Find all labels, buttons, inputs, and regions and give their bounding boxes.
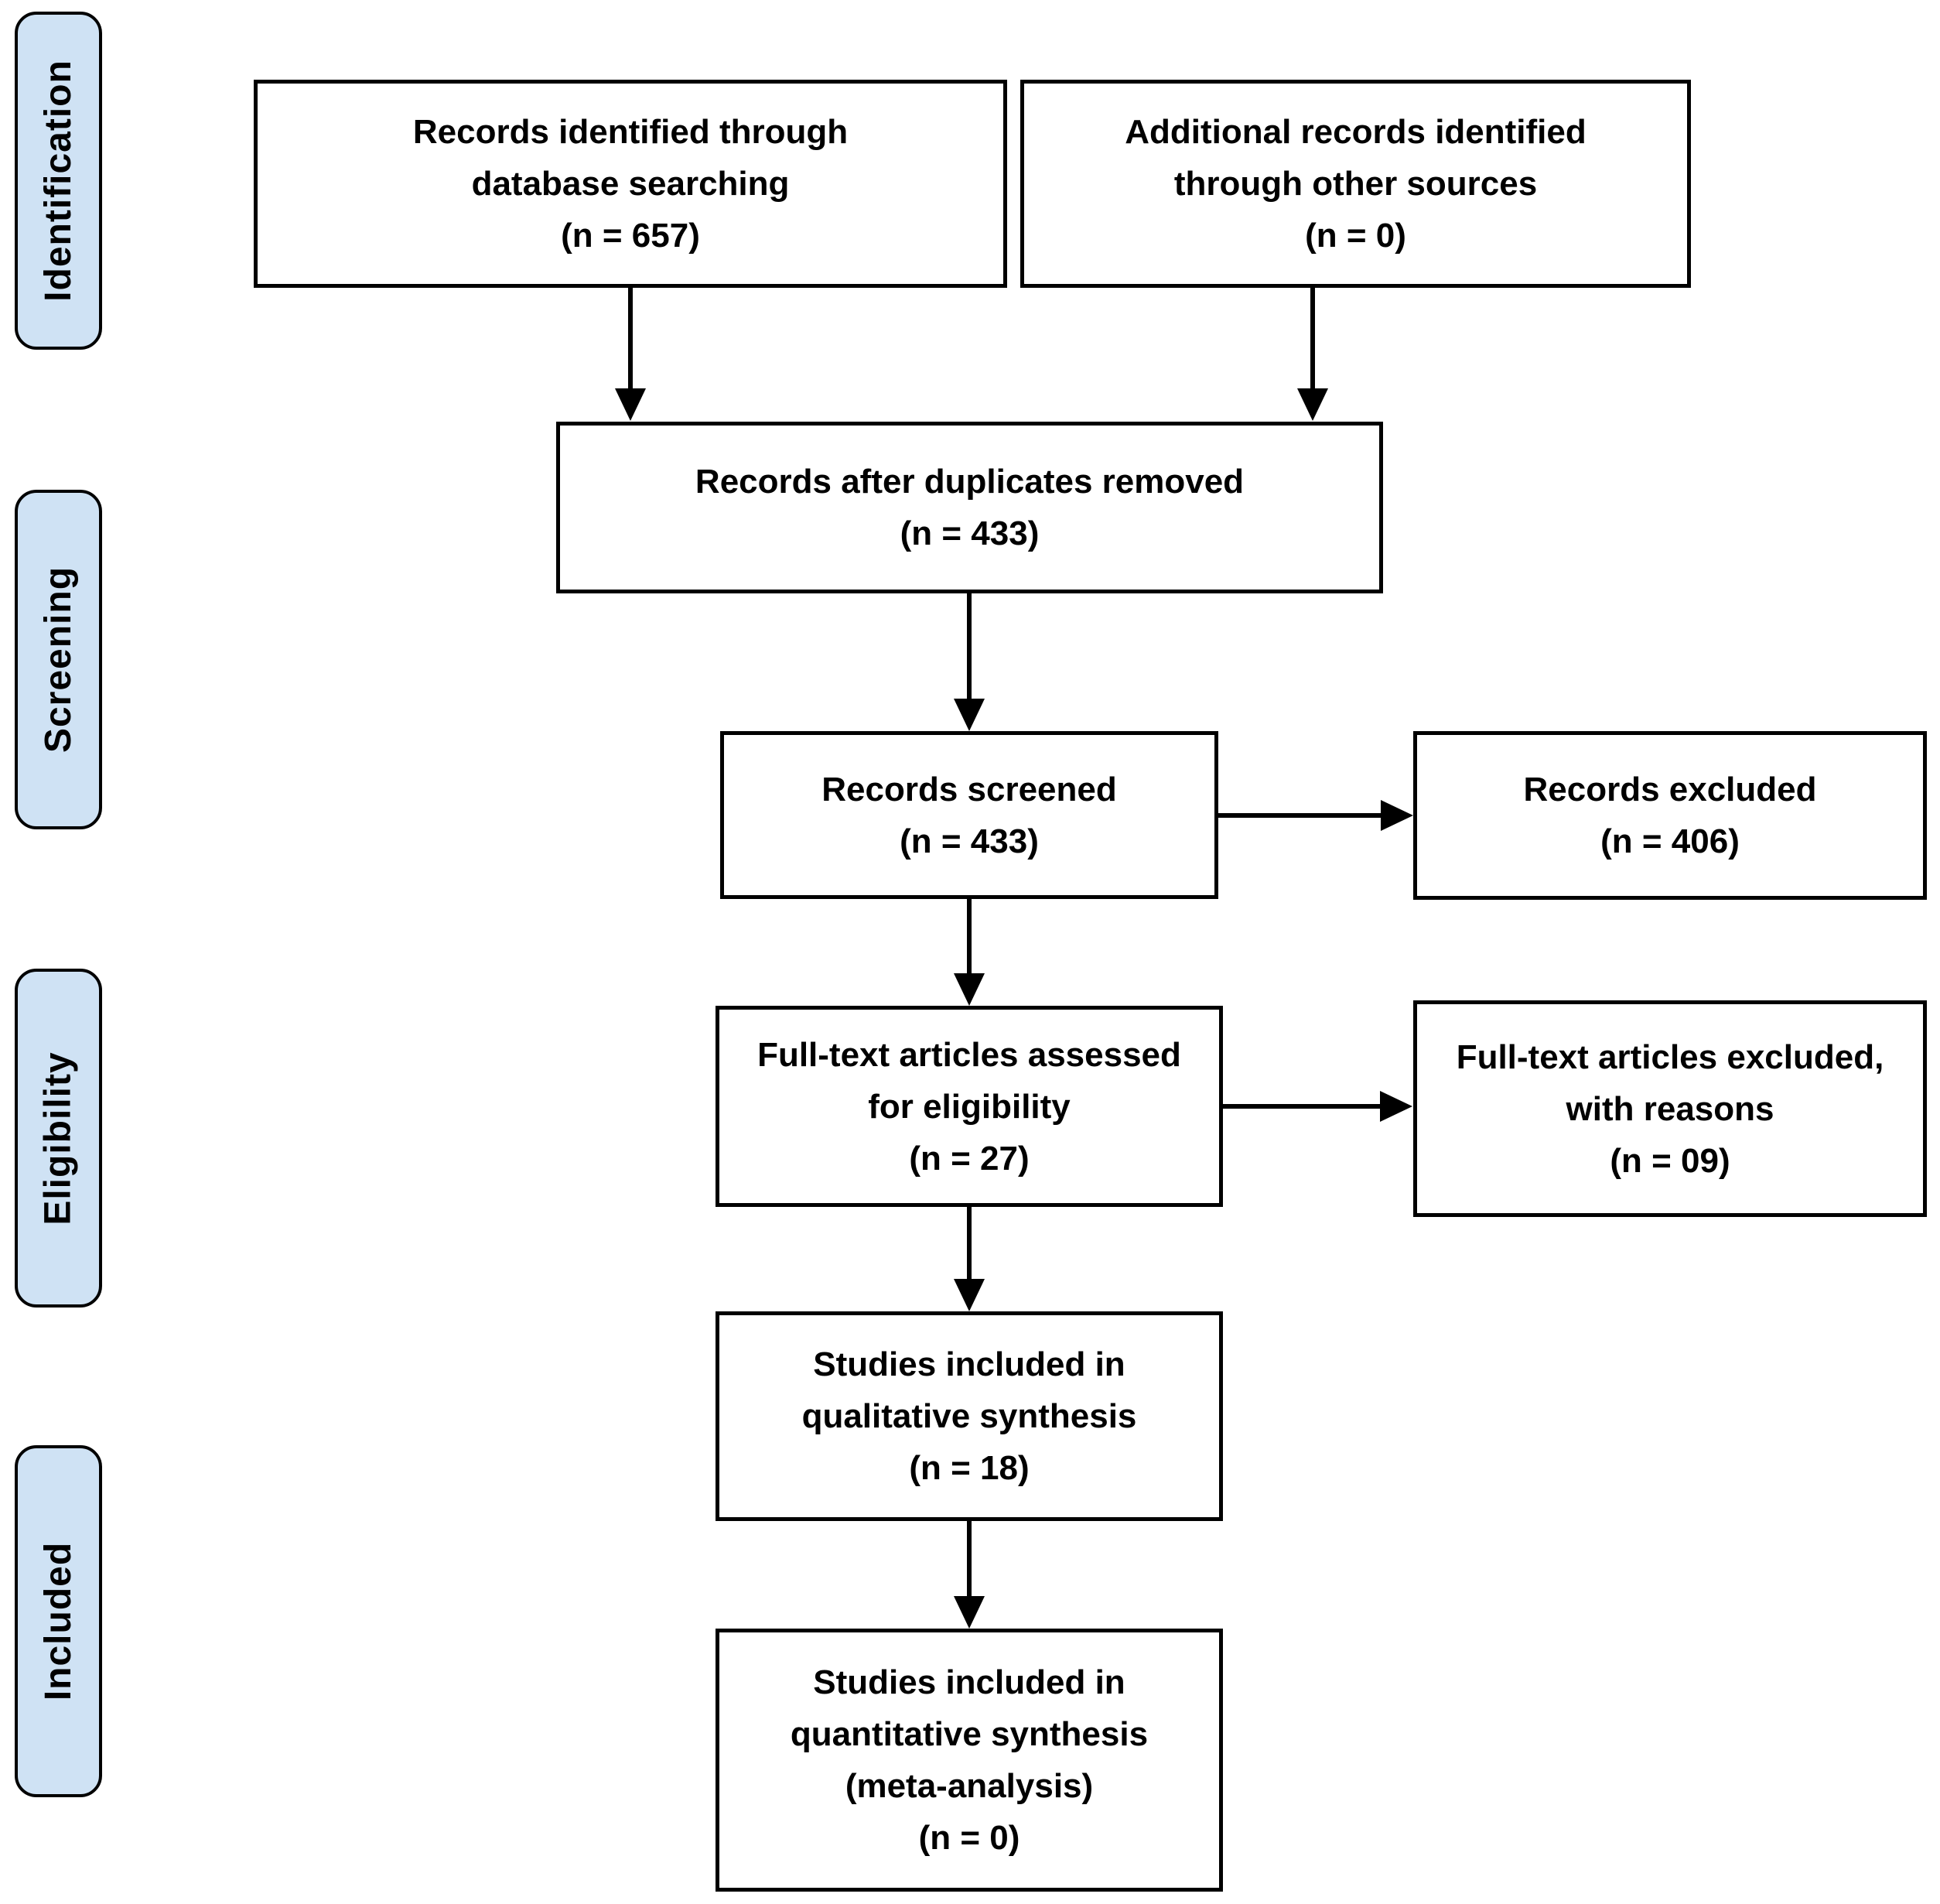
stage-eligibility-label: Eligibility bbox=[38, 1051, 80, 1225]
box-fulltext-assessed-text: Full-text articles assessed for eligibil… bbox=[757, 1035, 1181, 1178]
box-records-identified: Records identified through database sear… bbox=[254, 80, 1007, 288]
arrow-down-icon bbox=[954, 699, 985, 731]
box-additional-records: Additional records identified through ot… bbox=[1020, 80, 1691, 288]
stage-identification: Identification bbox=[15, 12, 102, 350]
arrow-right-icon bbox=[1380, 1091, 1412, 1122]
arrow-shaft bbox=[967, 1521, 972, 1597]
box-records-identified-text: Records identified through database sear… bbox=[412, 113, 849, 255]
arrow-shaft bbox=[967, 899, 972, 974]
box-duplicates-removed-text: Records after duplicates removed (n = 43… bbox=[695, 463, 1245, 552]
stage-eligibility: Eligibility bbox=[15, 969, 102, 1308]
box-qualitative-synthesis: Studies included in qualitative synthesi… bbox=[716, 1311, 1223, 1521]
arrow-down-icon bbox=[615, 388, 646, 421]
box-duplicates-removed: Records after duplicates removed (n = 43… bbox=[556, 422, 1383, 593]
box-fulltext-assessed: Full-text articles assessed for eligibil… bbox=[716, 1006, 1223, 1207]
stage-identification-label: Identification bbox=[38, 60, 80, 302]
arrow-shaft bbox=[1223, 1104, 1382, 1109]
arrow-shaft bbox=[967, 1207, 972, 1280]
arrow-down-icon bbox=[954, 1279, 985, 1311]
box-additional-records-text: Additional records identified through ot… bbox=[1125, 113, 1586, 255]
arrow-shaft bbox=[1310, 288, 1315, 390]
box-records-excluded: Records excluded (n = 406) bbox=[1413, 731, 1927, 900]
box-fulltext-excluded: Full-text articles excluded, with reason… bbox=[1413, 1000, 1927, 1217]
stage-included-label: Included bbox=[38, 1541, 79, 1701]
box-quantitative-synthesis: Studies included in quantitative synthes… bbox=[716, 1629, 1223, 1892]
box-records-excluded-text: Records excluded (n = 406) bbox=[1523, 771, 1817, 860]
box-records-screened-text: Records screened (n = 433) bbox=[821, 770, 1117, 860]
arrow-shaft bbox=[628, 288, 633, 390]
arrow-down-icon bbox=[954, 973, 985, 1006]
box-records-screened: Records screened (n = 433) bbox=[720, 731, 1218, 899]
box-fulltext-excluded-text: Full-text articles excluded, with reason… bbox=[1456, 1037, 1884, 1180]
arrow-shaft bbox=[967, 593, 972, 699]
box-quantitative-synthesis-text: Studies included in quantitative synthes… bbox=[790, 1663, 1149, 1857]
stage-screening-label: Screening bbox=[38, 566, 80, 754]
arrow-down-icon bbox=[954, 1596, 985, 1629]
arrow-shaft bbox=[1218, 813, 1382, 818]
box-qualitative-synthesis-text: Studies included in qualitative synthesi… bbox=[801, 1345, 1137, 1487]
stage-screening: Screening bbox=[15, 490, 102, 829]
arrow-right-icon bbox=[1381, 800, 1413, 831]
stage-included: Included bbox=[15, 1445, 102, 1797]
arrow-down-icon bbox=[1297, 388, 1328, 421]
